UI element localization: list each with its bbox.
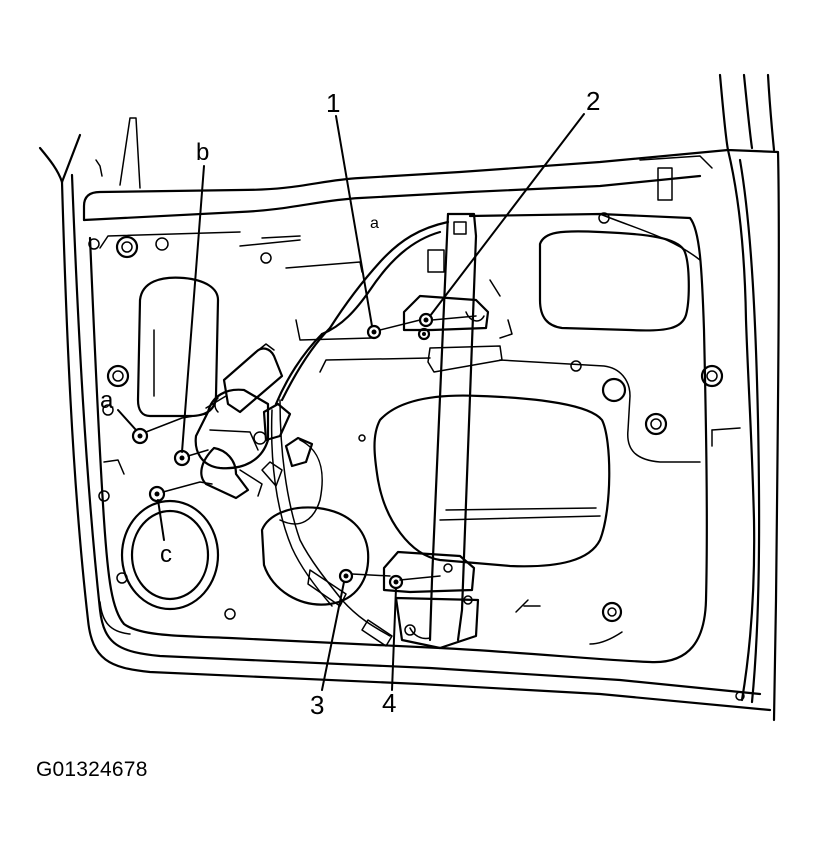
leader-3 [321, 581, 345, 691]
regulator-motor [194, 343, 314, 500]
leader-a [117, 409, 137, 431]
leader-4 [391, 587, 397, 691]
callout-1: 1 [326, 88, 340, 118]
lower-center-cutout [260, 506, 370, 606]
callout-c: c [160, 541, 172, 568]
leader-b [181, 165, 205, 453]
bolt-a [131, 427, 149, 445]
panel-holes [88, 212, 745, 701]
leader-2 [429, 113, 585, 317]
callout-2: 2 [586, 86, 600, 116]
callout-b: b [196, 139, 209, 166]
callout-4: 4 [382, 688, 396, 718]
nut-3 [338, 568, 354, 584]
figure-code: G01324678 [36, 758, 148, 781]
upper-left-cutout [136, 276, 220, 418]
upper-right-cutout [538, 230, 690, 332]
leader-lines [117, 113, 585, 691]
nut-4 [388, 574, 404, 590]
bolt-c [148, 485, 166, 503]
regulator-rail [382, 212, 503, 650]
door-outer-frame [38, 73, 780, 722]
belt-line [82, 117, 730, 222]
speaker-opening [120, 499, 220, 611]
regulator-cables [270, 220, 450, 647]
callout-small-a: a [370, 215, 379, 232]
center-cutout [373, 394, 611, 568]
bolt-b [173, 449, 191, 467]
callout-labels: 1 2 3 4 a b c a [100, 86, 600, 720]
nut-1 [366, 324, 382, 340]
nut-2b [417, 327, 431, 341]
callout-3: 3 [310, 690, 324, 720]
panel-depressions [103, 213, 741, 645]
callout-a: a [100, 387, 114, 414]
leader-1 [335, 115, 373, 327]
leader-c [157, 499, 165, 541]
